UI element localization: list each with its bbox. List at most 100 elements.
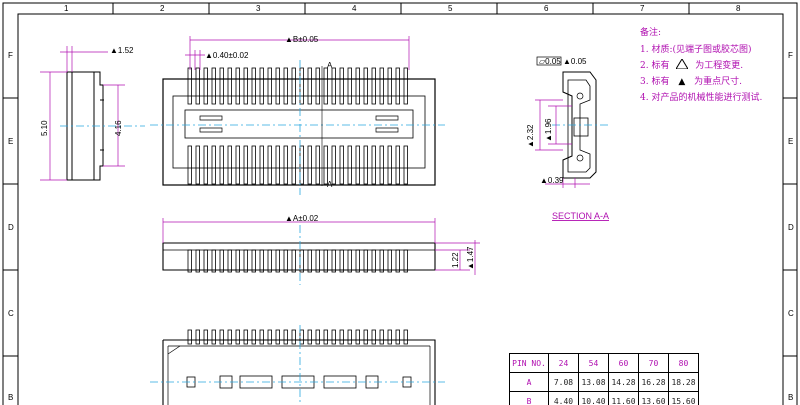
- section-view: ▱0.05 ▲0.05 ▲2.32 ▲1.96 ▲0.39 SECTION A-…: [526, 56, 610, 221]
- row-ticks: [3, 97, 797, 357]
- table-cell: 4.40: [548, 391, 579, 405]
- connector-pin: [299, 67, 304, 105]
- connector-pin: [275, 67, 280, 105]
- connector-pin: [259, 145, 264, 185]
- connector-pin: [347, 67, 352, 105]
- row-label: D: [8, 223, 14, 232]
- connector-pin: [379, 249, 384, 273]
- pin-table: PIN NO. 24 54 60 70 80 A 7.08 13.08 14.2…: [509, 353, 699, 405]
- column-labels: 1 2 3 4 5 6 7 8: [64, 4, 741, 13]
- row-label: F: [8, 51, 13, 60]
- connector-pin: [355, 67, 360, 105]
- row-label: C: [8, 309, 14, 318]
- connector-pin: [219, 145, 224, 185]
- connector-pin: [251, 249, 256, 273]
- table-cell: 13.08: [578, 372, 609, 392]
- connector-pin: [387, 329, 392, 345]
- row-label: D: [788, 223, 794, 232]
- side-view: ▲1.52 5.10 4.16: [40, 46, 145, 181]
- connector-pin: [347, 145, 352, 185]
- notes-title: 备注:: [640, 28, 662, 38]
- connector-pin: [227, 329, 232, 345]
- connector-pin: [395, 249, 400, 273]
- connector-pin: [291, 249, 296, 273]
- connector-pin: [347, 249, 352, 273]
- connector-pin: [291, 329, 296, 345]
- col-label: 6: [544, 4, 549, 13]
- connector-pin: [235, 249, 240, 273]
- connector-pin: [371, 249, 376, 273]
- connector-pin: [251, 329, 256, 345]
- connector-pin: [195, 329, 200, 345]
- key-dimension-icon: ▲: [678, 77, 686, 87]
- table-header-cell: 54: [578, 353, 609, 373]
- connector-pin: [307, 145, 312, 185]
- connector-pin: [211, 67, 216, 105]
- connector-pin: [267, 249, 272, 273]
- connector-pin: [299, 249, 304, 273]
- connector-pin: [307, 329, 312, 345]
- flatness-box: ▱0.05: [539, 57, 561, 66]
- connector-pin: [203, 249, 208, 273]
- connector-pin: [355, 329, 360, 345]
- connector-pin: [267, 145, 272, 185]
- note-3-suffix: 为重点尺寸.: [694, 77, 742, 87]
- connector-pin: [227, 145, 232, 185]
- dim-flat: ▲0.05: [563, 57, 587, 66]
- connector-pin: [243, 329, 248, 345]
- dim-section-bottom: ▲0.39: [540, 176, 564, 185]
- note-4: 4. 对产品的机械性能进行测试.: [640, 93, 763, 103]
- table-cell: 11.60: [608, 391, 639, 405]
- connector-pin: [331, 249, 336, 273]
- connector-pin: [379, 145, 384, 185]
- connector-pin: [315, 145, 320, 185]
- connector-pin: [387, 145, 392, 185]
- connector-pin: [187, 145, 192, 185]
- bottom-view: [150, 325, 445, 405]
- connector-pin: [339, 145, 344, 185]
- connector-pin: [203, 67, 208, 105]
- connector-pin: [275, 329, 280, 345]
- dim-section-height: ▲2.32: [526, 124, 535, 148]
- row-label: E: [8, 137, 13, 146]
- dim-a: ▲A±0.02: [285, 214, 319, 223]
- connector-pin: [195, 249, 200, 273]
- connector-pin: [363, 329, 368, 345]
- connector-pin: [259, 249, 264, 273]
- connector-pin: [403, 67, 408, 105]
- connector-pin: [283, 249, 288, 273]
- connector-pin: [195, 67, 200, 105]
- column-ticks: [112, 3, 690, 14]
- row-label: B: [8, 393, 13, 402]
- connector-pin: [387, 249, 392, 273]
- connector-pin: [395, 329, 400, 345]
- connector-pin: [235, 67, 240, 105]
- row-label: F: [788, 51, 793, 60]
- connector-pin: [267, 67, 272, 105]
- connector-pin: [315, 329, 320, 345]
- connector-pin: [211, 329, 216, 345]
- connector-pin: [299, 329, 304, 345]
- connector-pin: [275, 249, 280, 273]
- connector-pin: [251, 145, 256, 185]
- dim-side-inner: 4.16: [114, 120, 123, 136]
- connector-pin: [395, 67, 400, 105]
- triangle-icon: [675, 58, 690, 70]
- connector-pin: [235, 329, 240, 345]
- connector-pin: [291, 145, 296, 185]
- table-cell: 18.28: [668, 372, 699, 392]
- note-1: 1. 材质:(见端子图或胶芯图): [640, 45, 752, 55]
- connector-pin: [195, 145, 200, 185]
- connector-pin: [259, 329, 264, 345]
- dim-front-h1: 1.22: [451, 252, 460, 268]
- note-2: 2. 标有 为工程变更.: [640, 58, 743, 71]
- connector-pin: [315, 67, 320, 105]
- connector-pin: [211, 249, 216, 273]
- table-cell: 15.60: [668, 391, 699, 405]
- table-cell: B: [509, 391, 549, 405]
- connector-pin: [323, 145, 328, 185]
- front-pins: [187, 249, 408, 273]
